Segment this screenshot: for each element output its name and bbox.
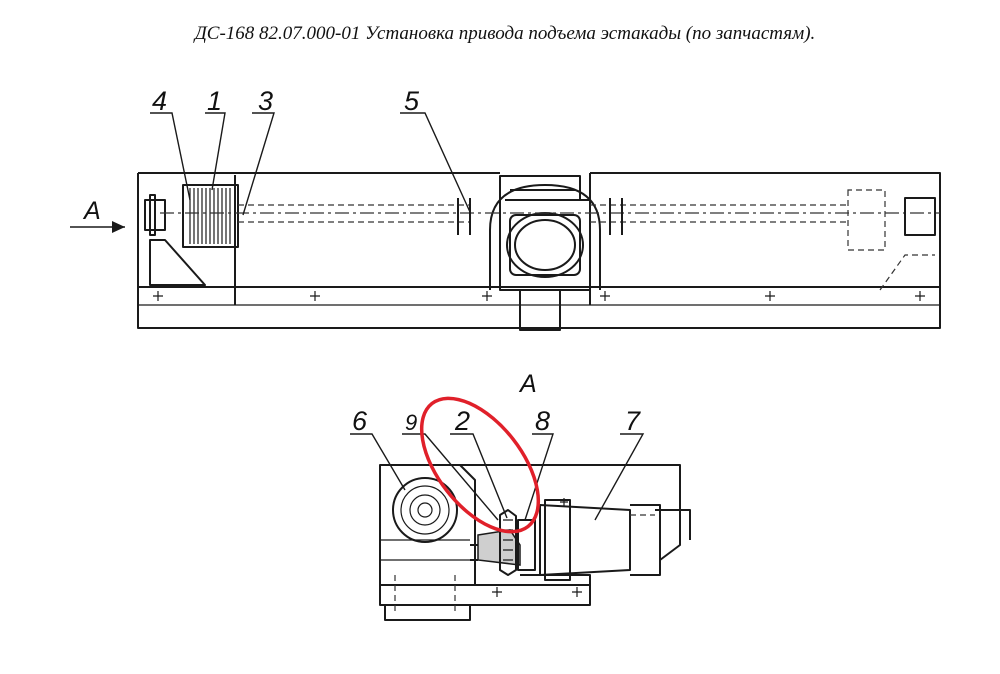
callout-3: 3 <box>258 86 273 116</box>
guard-cover <box>460 464 681 561</box>
drum-ring-1 <box>400 485 450 535</box>
left-bearing <box>144 199 166 231</box>
left-support-bracket <box>149 239 206 286</box>
leader-8 <box>524 433 554 521</box>
right-bearing <box>904 197 936 236</box>
right-bracket-hidden <box>879 254 935 291</box>
leader-9 <box>402 433 499 521</box>
motor-body <box>539 504 631 576</box>
bolt-marks <box>153 291 925 301</box>
coupling-right <box>609 198 623 235</box>
callout-7: 7 <box>625 406 641 436</box>
center-housing <box>499 175 591 291</box>
center-motor-body <box>509 214 581 276</box>
drum-hub <box>417 502 433 518</box>
leader-1 <box>205 112 226 191</box>
callout-1: 1 <box>207 86 222 116</box>
center-motor-outer <box>506 212 584 278</box>
base-frame <box>379 584 591 606</box>
callout-9: 9 <box>405 410 417 435</box>
winch-housing <box>379 464 476 586</box>
leader-2 <box>450 433 508 519</box>
view-arrow-label: А <box>82 197 101 225</box>
callout-6: 6 <box>352 406 368 436</box>
left-shaft-hidden <box>238 204 470 223</box>
motor-rear <box>630 504 661 576</box>
leader-7 <box>594 433 645 521</box>
gear-part-2 <box>499 509 517 576</box>
highlight-ellipse <box>419 396 541 534</box>
winch-drum-outer <box>392 477 458 543</box>
right-drum-hidden <box>847 189 886 251</box>
leader-5 <box>400 112 471 213</box>
coupling-left <box>457 198 471 235</box>
coupling-part-8 <box>517 519 536 571</box>
base-bolt-2 <box>572 587 582 597</box>
drum-ring-2 <box>409 494 441 526</box>
view-arrow-head <box>112 221 125 233</box>
top-view: А 4 1 3 5 <box>70 86 941 331</box>
motor-base <box>520 574 591 585</box>
base-foot-left <box>384 605 471 621</box>
motor-bolt-mark <box>560 498 568 506</box>
beam-outline <box>137 172 941 329</box>
leader-4 <box>150 112 191 201</box>
shaft-stub <box>470 544 478 561</box>
center-support-leg <box>519 290 561 331</box>
housing-top-lines <box>505 189 585 201</box>
right-shaft-hidden <box>590 204 850 223</box>
left-flange <box>149 194 156 236</box>
section-view: А 6 9 2 <box>350 370 691 621</box>
callout-2: 2 <box>454 406 470 436</box>
center-motor-face <box>514 219 576 271</box>
section-view-label: А <box>518 370 537 398</box>
callout-8: 8 <box>535 406 550 436</box>
housing-lines <box>380 539 470 561</box>
drum-windings <box>189 188 231 244</box>
base-hidden-lines <box>394 575 456 615</box>
guard-cover-end <box>655 509 691 540</box>
callout-5: 5 <box>404 86 420 116</box>
callout-4: 4 <box>152 86 167 116</box>
base-bolt-1 <box>492 587 502 597</box>
drawing-title: ДС-168 82.07.000-01 Установка привода по… <box>193 23 816 44</box>
winch-drum <box>182 184 239 248</box>
leader-6 <box>350 433 406 491</box>
motor-flange <box>544 499 571 581</box>
leader-3 <box>242 112 275 216</box>
